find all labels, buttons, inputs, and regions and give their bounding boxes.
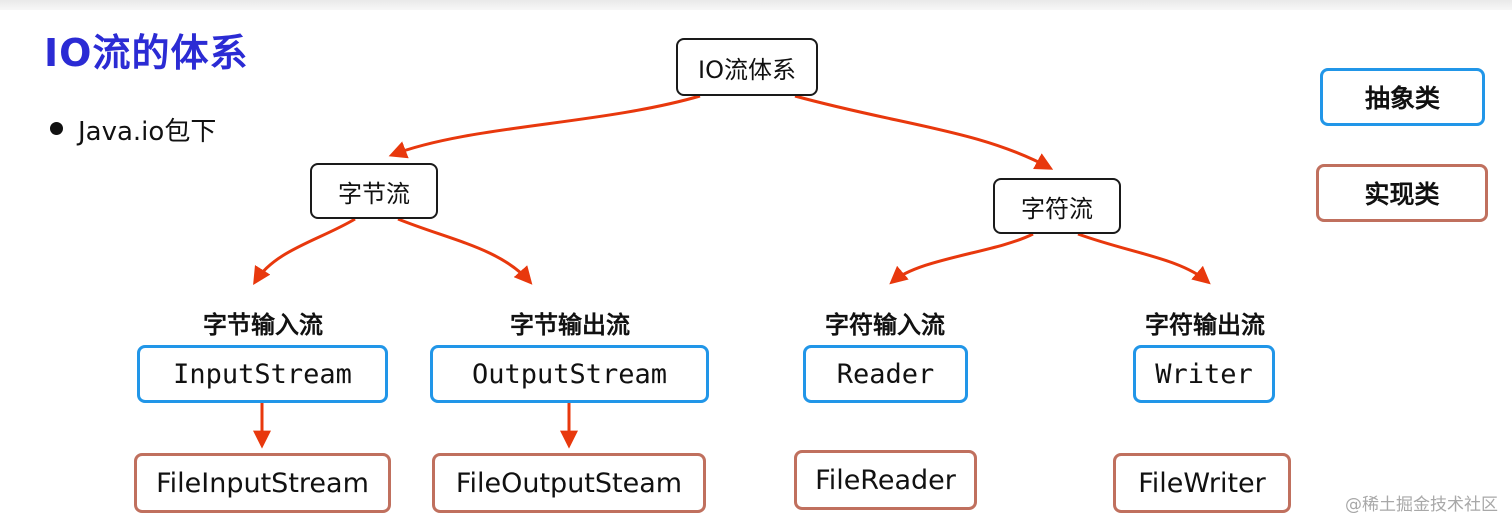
legend-impl-class: 实现类	[1316, 164, 1488, 222]
node-fileinputstream: FileInputStream	[134, 453, 391, 513]
watermark: @稀土掘金技术社区	[1345, 495, 1498, 515]
node-char-stream-label: 字符流	[1021, 194, 1093, 223]
caption-byte-input-stream: 字节输入流	[203, 311, 323, 339]
node-io-stream-system-label: IO流体系	[698, 55, 796, 84]
caption-char-output-stream: 字符输出流	[1145, 311, 1265, 339]
node-io-stream-system: IO流体系	[676, 38, 818, 96]
node-filereader: FileReader	[794, 450, 977, 510]
node-char-stream: 字符流	[993, 178, 1121, 234]
node-inputstream: InputStream	[137, 345, 388, 403]
node-outputstream: OutputStream	[430, 345, 709, 403]
node-filewriter: FileWriter	[1113, 453, 1291, 513]
node-writer: Writer	[1133, 345, 1275, 403]
node-filewriter-label: FileWriter	[1138, 467, 1266, 499]
node-filereader-label: FileReader	[815, 464, 956, 496]
page-title: IO流的体系	[44, 31, 249, 75]
node-outputstream-label: OutputStream	[471, 358, 668, 390]
node-fileoutputsteam: FileOutputSteam	[432, 453, 706, 513]
node-fileoutputsteam-label: FileOutputSteam	[455, 467, 683, 499]
node-writer-label: Writer	[1155, 358, 1253, 390]
bullet-dot-icon	[50, 122, 63, 135]
node-fileinputstream-label: FileInputStream	[156, 467, 369, 499]
top-bar	[0, 0, 1512, 10]
legend-impl-class-label: 实现类	[1364, 180, 1440, 209]
node-reader-label: Reader	[836, 358, 935, 390]
node-inputstream-label: InputStream	[173, 358, 352, 390]
node-reader: Reader	[803, 345, 968, 403]
caption-char-input-stream: 字符输入流	[825, 311, 945, 339]
bullet-text: Java.io包下	[78, 117, 217, 147]
caption-byte-output-stream: 字节输出流	[510, 311, 630, 339]
legend-abstract-class-label: 抽象类	[1364, 84, 1440, 113]
node-byte-stream: 字节流	[310, 163, 438, 219]
node-byte-stream-label: 字节流	[338, 179, 410, 208]
legend-abstract-class: 抽象类	[1320, 68, 1485, 126]
